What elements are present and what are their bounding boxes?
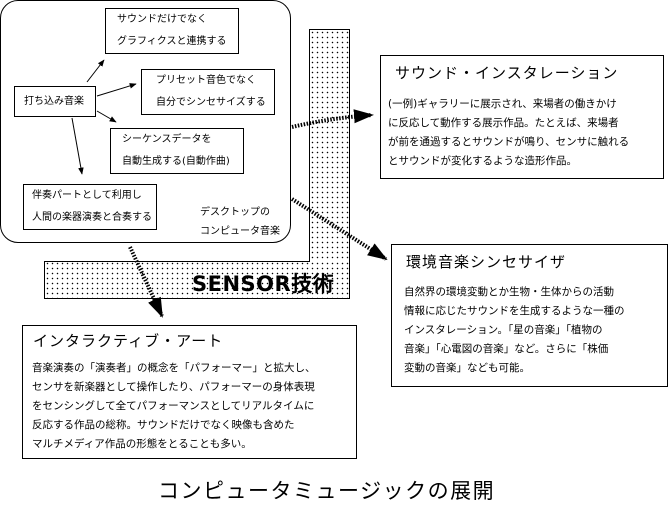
sensor-band-vertical xyxy=(309,29,350,299)
sound-installation-title: サウンド・インスタレーション xyxy=(395,64,619,82)
node-graphics-line-2: グラフィクスと連携する xyxy=(117,36,227,47)
environmental-synth-line-5: 変動の音楽」なども可能。 xyxy=(404,362,530,374)
node-synthesize-line-2: 自分でシンセサイズする xyxy=(156,97,266,108)
interactive-art-line-2: センサを新楽器として操作したり、パフォーマーの身体表現 xyxy=(32,381,315,393)
environmental-synth-box: 環境音楽シンセサイザ 自然界の環境変動とか生物・生体からの活動 情報に応じたサウ… xyxy=(391,244,668,387)
node-uchikomi-label: 打ち込み音楽 xyxy=(24,96,84,107)
node-uchikomi-ongaku: 打ち込み音楽 xyxy=(14,86,96,117)
interactive-art-title: インタラクティブ・アート xyxy=(33,332,224,350)
node-synthesize-line-1: プリセット音色でなく xyxy=(156,75,256,86)
sound-installation-box: サウンド・インスタレーション (一例)ギャラリーに展示され、来場者の働きかけ に… xyxy=(380,55,664,179)
interactive-art-line-1: 音楽演奏の「演奏者」の概念を「パフォーマー」と拡大し、 xyxy=(32,362,316,374)
interactive-art-line-4: 反応する作品の総称。サウンドだけでなく映像も含めた xyxy=(32,419,295,431)
arrow-to-synthesize xyxy=(96,83,137,97)
arrow-to-graphics xyxy=(86,59,105,83)
node-graphics: サウンドだけでなく グラフィクスと連携する xyxy=(105,8,239,54)
interactive-art-line-5: マルチメディア作品の形態をとることも多い。 xyxy=(32,438,252,450)
desktop-group-label-line-1: デスクトップの xyxy=(200,207,270,218)
environmental-synth-line-2: 情報に応じたサウンドを生成するような一種の xyxy=(404,305,625,317)
node-auto-compose: シーケンスデータを 自動生成する(自動作曲) xyxy=(110,128,244,174)
arrow-to-accompaniment xyxy=(71,117,84,175)
sensor-band-top-edge xyxy=(44,261,310,262)
desktop-group-label-line-2: コンピュータ音楽 xyxy=(200,226,280,237)
node-accompaniment-line-1: 伴奏パートとして利用し xyxy=(32,190,142,201)
sound-installation-line-2: に反応して動作する展示作品。たとえば、来場者 xyxy=(388,117,619,129)
node-synthesize: プリセット音色でなく 自分でシンセサイズする xyxy=(141,69,275,115)
sound-installation-line-3: が前を通過するとサウンドが鳴り、センサに触れる xyxy=(388,136,630,148)
node-auto-compose-line-2: 自動生成する(自動作曲) xyxy=(122,156,230,167)
sound-installation-line-1: (一例)ギャラリーに展示され、来場者の働きかけ xyxy=(388,98,617,110)
environmental-synth-title: 環境音楽シンセサイザ xyxy=(406,253,567,271)
sensor-band-horizontal xyxy=(44,261,350,299)
sensor-label: SENSOR技術 xyxy=(192,272,335,296)
interactive-art-box: インタラクティブ・アート 音楽演奏の「演奏者」の概念を「パフォーマー」と拡大し、… xyxy=(22,325,357,459)
node-accompaniment-line-2: 人間の楽器演奏と合奏する xyxy=(32,212,152,223)
environmental-synth-line-1: 自然界の環境変動とか生物・生体からの活動 xyxy=(404,286,614,298)
environmental-synth-line-4: 音楽」「心電図の音楽」など。さらに「株価 xyxy=(404,343,609,355)
arrow-to-auto-compose xyxy=(96,110,117,123)
sound-installation-line-4: とサウンドが変化するような造形作品。 xyxy=(388,155,577,167)
arrow-to-sound-installation xyxy=(291,109,374,129)
diagram-title: コンピュータミュージックの展開 xyxy=(158,479,496,503)
node-accompaniment: 伴奏パートとして利用し 人間の楽器演奏と合奏する xyxy=(23,184,157,230)
arrow-to-environmental-synth xyxy=(290,197,388,261)
node-graphics-line-1: サウンドだけでなく xyxy=(117,14,207,25)
environmental-synth-line-3: インスタレーション。「星の音楽」「植物の xyxy=(404,324,603,336)
interactive-art-line-3: をセンシングして全てパフォーマンスとしてリアルタイムに xyxy=(32,400,315,412)
node-auto-compose-line-1: シーケンスデータを xyxy=(122,134,212,145)
arrow-to-interactive-art xyxy=(128,246,164,318)
desktop-group-label: デスクトップの コンピュータ音楽 xyxy=(200,203,280,241)
